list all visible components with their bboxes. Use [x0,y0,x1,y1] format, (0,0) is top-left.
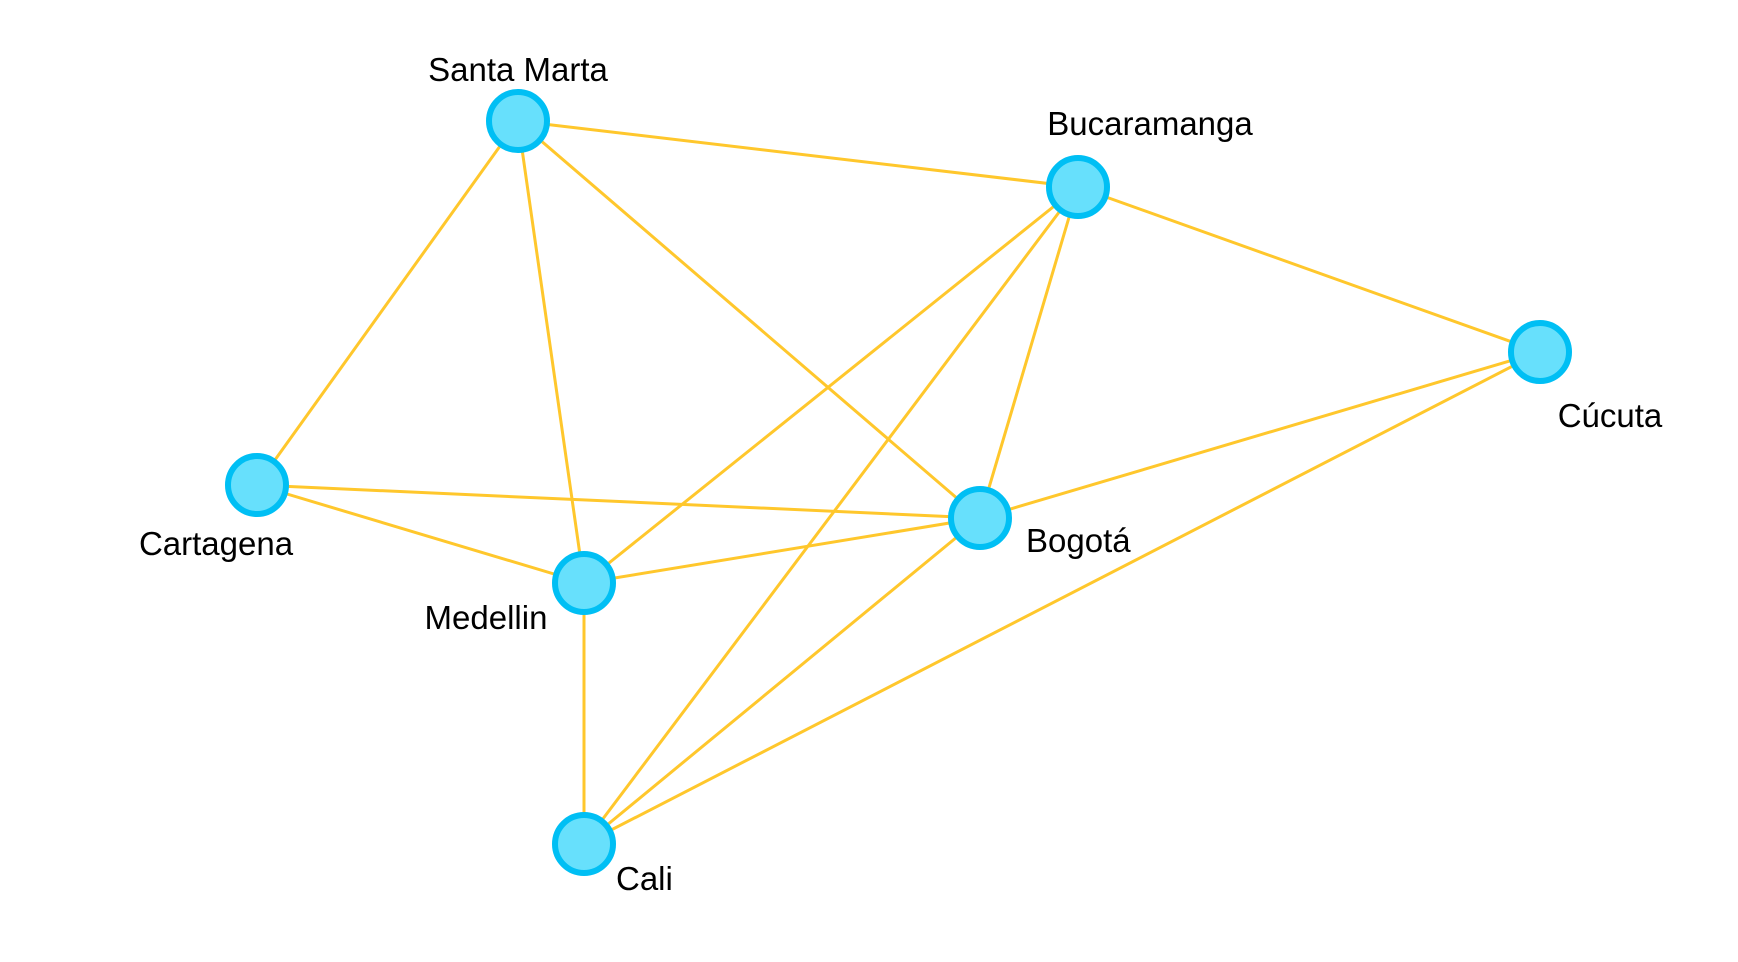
edge-bucaramanga-bogota [978,185,1080,520]
edge-santa-marta-bucaramanga [516,119,1080,189]
node-cartagena[interactable] [225,453,289,517]
edge-cucuta-cali [582,350,1542,846]
edge-cartagena-medellin [255,483,586,585]
node-label-cartagena: Cartagena [139,525,294,562]
edges-layer [255,119,1542,846]
node-label-bucaramanga: Bucaramanga [1047,105,1253,142]
edge-bogota-cali [582,516,982,846]
nodes-layer [225,89,1572,876]
node-bucaramanga[interactable] [1046,155,1110,219]
node-label-santa-marta: Santa Marta [428,51,608,88]
node-cucuta[interactable] [1508,320,1572,384]
node-label-medellin: Medellin [425,599,548,636]
edge-santa-marta-medellin [516,119,586,585]
node-bogota[interactable] [948,486,1012,550]
edge-cartagena-bogota [255,483,982,520]
node-label-cali: Cali [616,860,673,897]
node-cali[interactable] [552,812,616,876]
edge-bucaramanga-cali [582,185,1080,846]
edge-santa-marta-cartagena [255,119,520,487]
node-santa-marta[interactable] [486,89,550,153]
edge-bucaramanga-medellin [582,185,1080,585]
node-label-cucuta: Cúcuta [1558,397,1663,434]
edge-medellin-bogota [582,516,982,585]
node-medellin[interactable] [552,551,616,615]
edge-santa-marta-bogota [516,119,982,520]
edge-bucaramanga-cucuta [1076,185,1542,354]
edge-cucuta-bogota [978,350,1542,520]
node-label-bogota: Bogotá [1026,522,1131,559]
